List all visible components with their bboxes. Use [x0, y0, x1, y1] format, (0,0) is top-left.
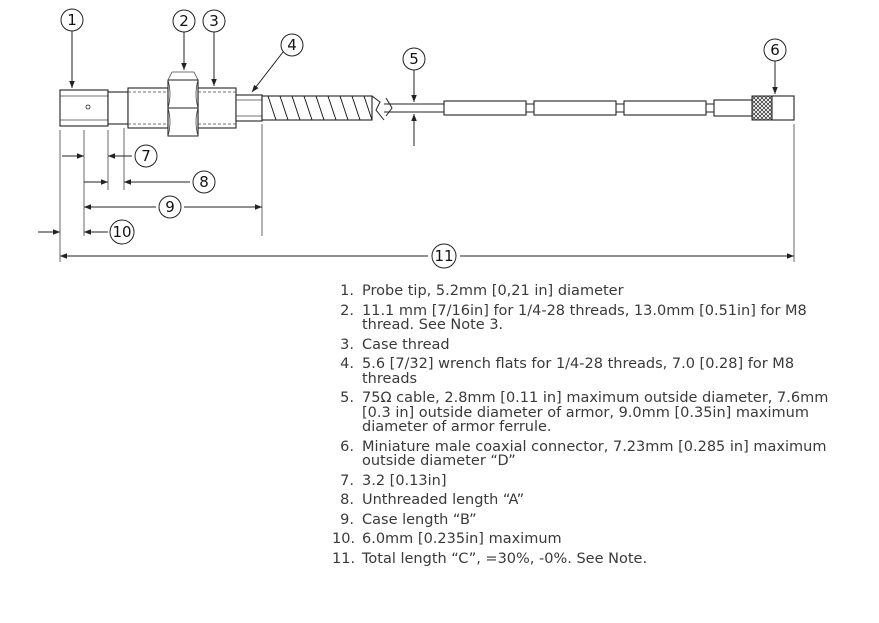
note-item: 8.Unthreaded length “A” [340, 492, 525, 508]
note-item: 9.Case length “B” [340, 511, 477, 528]
armor-spiral [261, 95, 393, 121]
probe-tip [59, 89, 109, 127]
hex-nut [167, 71, 199, 137]
dimension-9: 9 [84, 195, 262, 219]
note-item: 4.5.6 [7/32] wrench flats for 1/4-28 thr… [340, 356, 795, 387]
svg-text:6: 6 [770, 41, 780, 59]
coaxial-connector [751, 95, 795, 121]
cable [384, 99, 753, 117]
svg-text:10: 10 [112, 223, 131, 241]
callout-2: 2 [172, 9, 196, 70]
dimension-8: 8 [84, 170, 216, 194]
svg-text:3: 3 [209, 12, 219, 30]
svg-text:1: 1 [67, 11, 77, 29]
callout-6: 6 [763, 38, 787, 94]
note-item: 6.Miniature male coaxial connector, 7.23… [340, 438, 827, 469]
svg-text:11: 11 [434, 247, 453, 265]
callout-4: 4 [251, 33, 304, 93]
note-item: 2.11.1 mm [7/16in] for 1/4-28 threads, 1… [340, 302, 807, 333]
dimension-10: 10 [38, 219, 135, 245]
note-item: 1.Probe tip, 5.2mm [0,21 in] diameter [340, 283, 624, 299]
probe-drawing: 1 2 3 4 5 6 7 [38, 8, 795, 269]
wrench-flats [235, 94, 263, 122]
note-item: 5.75Ω cable, 2.8mm [0.11 in] maximum out… [340, 390, 829, 435]
note-item: 7.3.2 [0.13in] [340, 472, 447, 489]
callout-3: 3 [202, 9, 226, 86]
notes-list: 1.Probe tip, 5.2mm [0,21 in] diameter 2.… [332, 284, 852, 571]
svg-text:7: 7 [141, 147, 151, 165]
dimension-7: 7 [62, 144, 158, 168]
callout-1: 1 [60, 8, 84, 88]
svg-text:4: 4 [287, 36, 297, 54]
svg-text:9: 9 [165, 198, 175, 216]
dimension-11: 11 [60, 243, 794, 269]
note-item: 11.Total length “C”, =30%, -0%. See Note… [332, 550, 648, 567]
note-item: 10.6.0mm [0.235in] maximum [332, 531, 562, 547]
svg-text:5: 5 [409, 50, 419, 68]
svg-text:8: 8 [199, 173, 209, 191]
extension-lines [59, 124, 795, 262]
note-item: 3.Case thread [340, 336, 450, 353]
svg-text:2: 2 [179, 12, 189, 30]
callout-5: 5 [402, 47, 426, 146]
